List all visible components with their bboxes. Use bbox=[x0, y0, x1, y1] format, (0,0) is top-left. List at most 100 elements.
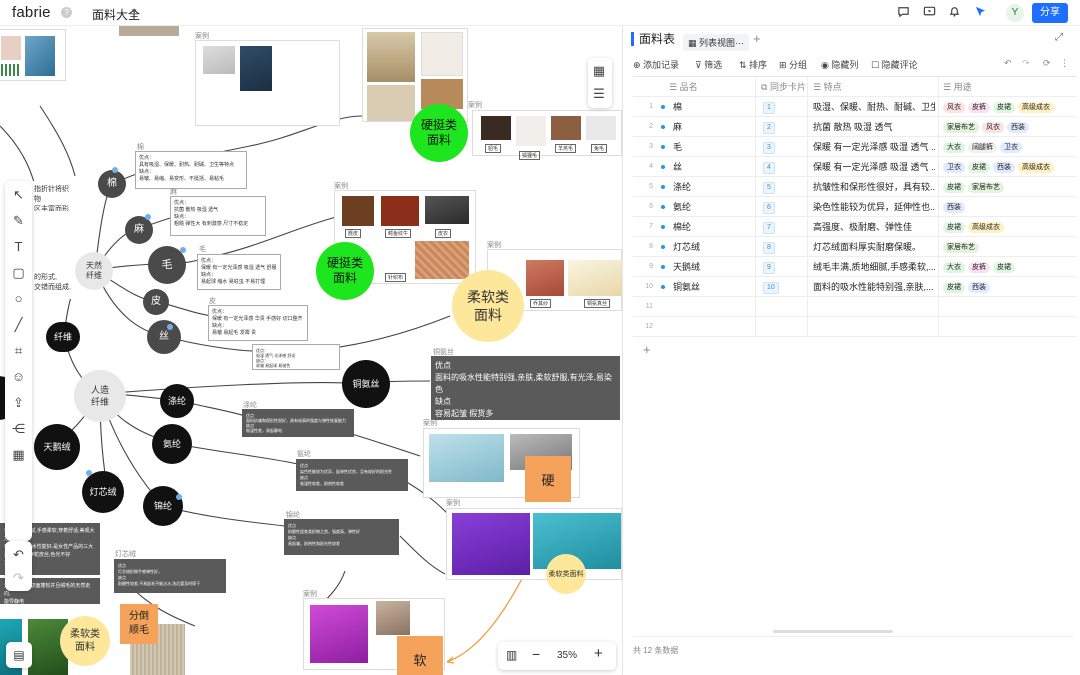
hard-fabric-node[interactable]: 硬挺类 面料 bbox=[410, 104, 468, 162]
chiffon-note[interactable]: 优点 面料的吸水性能特别强,亲肤,柔软舒服,有光泽,易染色 缺点 容易起皱 假货… bbox=[431, 356, 620, 420]
cotton-note[interactable]: 优点： 具有吸湿、保暖、耐热、耐碱、卫生等特点 缺点： 易皱、易缩、易变形、不挺… bbox=[135, 151, 247, 189]
horizontal-scrollbar[interactable] bbox=[773, 630, 893, 633]
case-card[interactable]: 貂毛 狐狸毛 羊羔毛 兔毛 bbox=[472, 110, 622, 160]
hide-comments-button[interactable]: ☐ 隐藏评论 bbox=[871, 60, 918, 70]
frame-icon[interactable]: ⌗ bbox=[14, 343, 23, 358]
soft-fabric-node[interactable]: 柔软类面料 bbox=[546, 554, 586, 594]
table-row[interactable]: 11 bbox=[633, 297, 1076, 317]
cell-sync[interactable]: 10 bbox=[763, 277, 779, 297]
grid-icon[interactable]: ▦ bbox=[592, 63, 606, 78]
corduroy-node[interactable]: 灯芯绒 bbox=[82, 471, 124, 513]
hemp-note[interactable]: 优点： 抗菌 散热 吸湿 透气 缺点： 粗糙 弹性大 有刺激感 尺寸不稳定 bbox=[170, 196, 266, 236]
cell-feature[interactable]: 绒毛丰满,质地细腻,手感柔软,... bbox=[813, 262, 935, 272]
hide-columns-button[interactable]: ◉ 隐藏列 bbox=[821, 60, 859, 70]
soft-fabric-node-2[interactable]: 柔软类 面料 bbox=[60, 616, 110, 666]
hard-fabric-node-2[interactable]: 硬挺类 面料 bbox=[316, 242, 374, 300]
bell-icon[interactable] bbox=[946, 5, 962, 21]
chiffon-silk-node[interactable]: 铜氨丝 bbox=[342, 360, 390, 408]
cell-feature[interactable]: 保暖 有一定光泽感 吸湿 透气 ... bbox=[813, 142, 935, 152]
cursor-share-icon[interactable] bbox=[972, 5, 988, 21]
circle-icon[interactable]: ○ bbox=[14, 291, 23, 306]
panel-divider[interactable] bbox=[622, 26, 623, 675]
spandex-note[interactable]: 优点 染色性能较为优异，延伸性优良，且有较好的耐光性 缺点 吸湿性较差，耐热性较… bbox=[296, 459, 408, 491]
expand-icon[interactable]: ⤢ bbox=[1055, 32, 1063, 43]
cell-usage[interactable]: 皮裙高级成衣 bbox=[943, 217, 1076, 237]
cotton-node[interactable]: 棉 bbox=[98, 170, 126, 198]
cell-feature[interactable] bbox=[813, 297, 935, 317]
swatch-card[interactable] bbox=[0, 29, 66, 81]
cell-usage[interactable]: 大衣皮裤皮裙 bbox=[943, 257, 1076, 277]
cell-feature[interactable]: 保暖 有一定光泽感 吸湿 透气 ... bbox=[813, 162, 935, 172]
undo-icon[interactable]: ↶ bbox=[1004, 58, 1012, 68]
redo-icon[interactable]: ↷ bbox=[1022, 58, 1030, 68]
upload-icon[interactable]: ⇪ bbox=[13, 395, 24, 410]
column-header-name[interactable]: ☰ 品名 bbox=[669, 82, 698, 92]
leather-node[interactable]: 皮 bbox=[143, 289, 169, 315]
line-icon[interactable]: ╱ bbox=[14, 317, 23, 332]
cell-usage[interactable]: 西装 bbox=[943, 197, 1076, 217]
group-button[interactable]: ⊞ 分组 bbox=[779, 60, 808, 70]
case-card[interactable] bbox=[303, 598, 445, 670]
cell-name[interactable]: 麻 bbox=[673, 122, 683, 132]
cell-feature[interactable]: 高强度、极耐磨、弹性佳 bbox=[813, 222, 913, 232]
hard-tag[interactable]: 硬 bbox=[525, 456, 571, 502]
cell-name[interactable]: 涤纶 bbox=[673, 182, 692, 192]
add-row-button[interactable]: + bbox=[643, 342, 651, 357]
spandex-node[interactable]: 氨纶 bbox=[152, 424, 192, 464]
cell-usage[interactable] bbox=[943, 317, 1076, 337]
cell-sync[interactable]: 9 bbox=[763, 257, 775, 277]
nap-tag[interactable]: 分倒 顺毛 bbox=[120, 604, 158, 644]
avatar[interactable]: Y bbox=[1006, 4, 1024, 22]
column-header-feature[interactable]: ☰ 特点 bbox=[813, 82, 842, 92]
nylon-node[interactable]: 锦纶 bbox=[143, 486, 183, 526]
cell-sync[interactable]: 6 bbox=[763, 197, 775, 217]
sticky-note-icon[interactable]: ▢ bbox=[12, 265, 25, 280]
case-card[interactable] bbox=[195, 40, 340, 126]
cell-usage[interactable]: 风衣皮裤皮裙高级成衣 bbox=[943, 97, 1076, 117]
zoom-out-button[interactable]: − bbox=[532, 646, 541, 662]
cell-feature[interactable]: 抗皱性和保形性很好，具有较... bbox=[813, 182, 935, 192]
cell-name[interactable]: 灯芯绒 bbox=[673, 242, 701, 252]
redo-icon[interactable]: ↷ bbox=[13, 570, 24, 585]
column-header-usage[interactable]: ☰ 用途 bbox=[943, 82, 972, 92]
silk-note[interactable]: 优点： 吸湿 透气 光泽感 舒适 缺点： 易皱 易起球 易褪色 bbox=[252, 344, 340, 370]
cell-usage[interactable]: 卫衣皮裙西装高级成衣 bbox=[943, 157, 1076, 177]
share-button[interactable]: 分享 bbox=[1032, 3, 1068, 23]
cell-sync[interactable]: 1 bbox=[763, 97, 775, 117]
left-note[interactable]: 指折针将织物 区丰富而形成 bbox=[30, 181, 78, 211]
cell-name[interactable]: 棉 bbox=[673, 102, 683, 112]
soft-tag[interactable]: 软 bbox=[397, 636, 443, 675]
hemp-node[interactable]: 麻 bbox=[125, 216, 153, 244]
cell-name[interactable] bbox=[673, 317, 753, 337]
mindmap-icon[interactable]: ⋲ bbox=[12, 421, 25, 436]
select-icon[interactable]: ↖ bbox=[13, 187, 24, 202]
cell-usage[interactable]: 家居布艺风衣西装 bbox=[943, 117, 1076, 137]
add-list-icon[interactable]: ☰ bbox=[593, 86, 605, 101]
sort-button[interactable]: ⇅ 排序 bbox=[739, 60, 768, 70]
cell-name[interactable]: 丝 bbox=[673, 162, 683, 172]
cell-sync[interactable]: 5 bbox=[763, 177, 775, 197]
wool-node[interactable]: 毛 bbox=[148, 246, 186, 284]
cell-sync[interactable]: 3 bbox=[763, 137, 775, 157]
zoom-in-button[interactable]: + bbox=[594, 645, 603, 662]
cell-name[interactable]: 氨纶 bbox=[673, 202, 692, 212]
cell-name[interactable] bbox=[673, 297, 753, 317]
help-icon[interactable]: ? bbox=[61, 7, 72, 18]
cell-feature[interactable]: 抗菌 散热 吸湿 透气 bbox=[813, 122, 893, 132]
soft-fabric-node[interactable]: 柔软类 面料 bbox=[452, 270, 524, 342]
cell-feature[interactable]: 染色性能较为优异，延伸性也... bbox=[813, 202, 935, 212]
fiber-node[interactable]: 纤维 bbox=[46, 322, 80, 352]
polyester-note[interactable]: 优点 面料抗皱和保形性很好，具有较高的强度与弹性恢复能力 缺点 吸湿性差，易起静… bbox=[242, 409, 354, 437]
filter-button[interactable]: ⊽ 筛选 bbox=[695, 60, 723, 70]
pen-icon[interactable]: ✎ bbox=[13, 213, 24, 228]
silk-node[interactable]: 丝 bbox=[147, 320, 181, 354]
left-note[interactable]: 的形式, 交错而组成. bbox=[30, 269, 78, 299]
